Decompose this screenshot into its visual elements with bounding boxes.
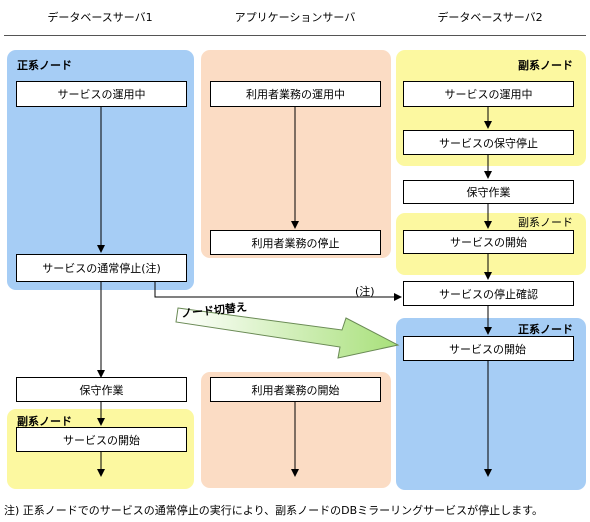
zone-label-standby-1: 副系ノード xyxy=(17,415,72,428)
db2-service-start-2-box: サービスの開始 xyxy=(403,336,574,361)
footnote: 注) 正系ノードでのサービスの通常停止の実行により、副系ノードのDBミラーリング… xyxy=(4,504,544,517)
db1-service-start-box: サービスの開始 xyxy=(16,427,187,452)
zone-label-primary-1: 正系ノード xyxy=(17,59,72,72)
db2-service-start-box: サービスの開始 xyxy=(403,230,574,254)
zone-label-primary-2: 正系ノード xyxy=(518,323,573,336)
zone-label-standby-2-top: 副系ノード xyxy=(518,59,573,72)
db2-service-running-box: サービスの運用中 xyxy=(403,81,574,107)
header-divider xyxy=(4,35,586,36)
app-business-running-box: 利用者業務の運用中 xyxy=(210,81,381,107)
header-db-server-1: データベースサーバ1 xyxy=(47,11,153,24)
db2-service-maint-stop-box: サービスの保守停止 xyxy=(403,130,574,155)
db2-service-stop-confirm-box: サービスの停止確認 xyxy=(403,281,574,306)
db1-service-running-box: サービスの運用中 xyxy=(16,81,187,107)
zone-label-standby-2-mid: 副系ノード xyxy=(518,216,573,229)
node-switch-arrow xyxy=(175,307,400,359)
app-business-stop-box: 利用者業務の停止 xyxy=(210,230,381,255)
header-db-server-2: データベースサーバ2 xyxy=(437,11,543,24)
header-application-server: アプリケーションサーバ xyxy=(234,11,356,24)
db2-maintenance-box: 保守作業 xyxy=(403,180,574,204)
note-marker: (注) xyxy=(355,285,375,298)
db1-maintenance-box: 保守作業 xyxy=(16,377,187,402)
app-business-start-box: 利用者業務の開始 xyxy=(210,377,381,402)
db1-service-normal-stop-box: サービスの通常停止(注) xyxy=(16,254,187,282)
